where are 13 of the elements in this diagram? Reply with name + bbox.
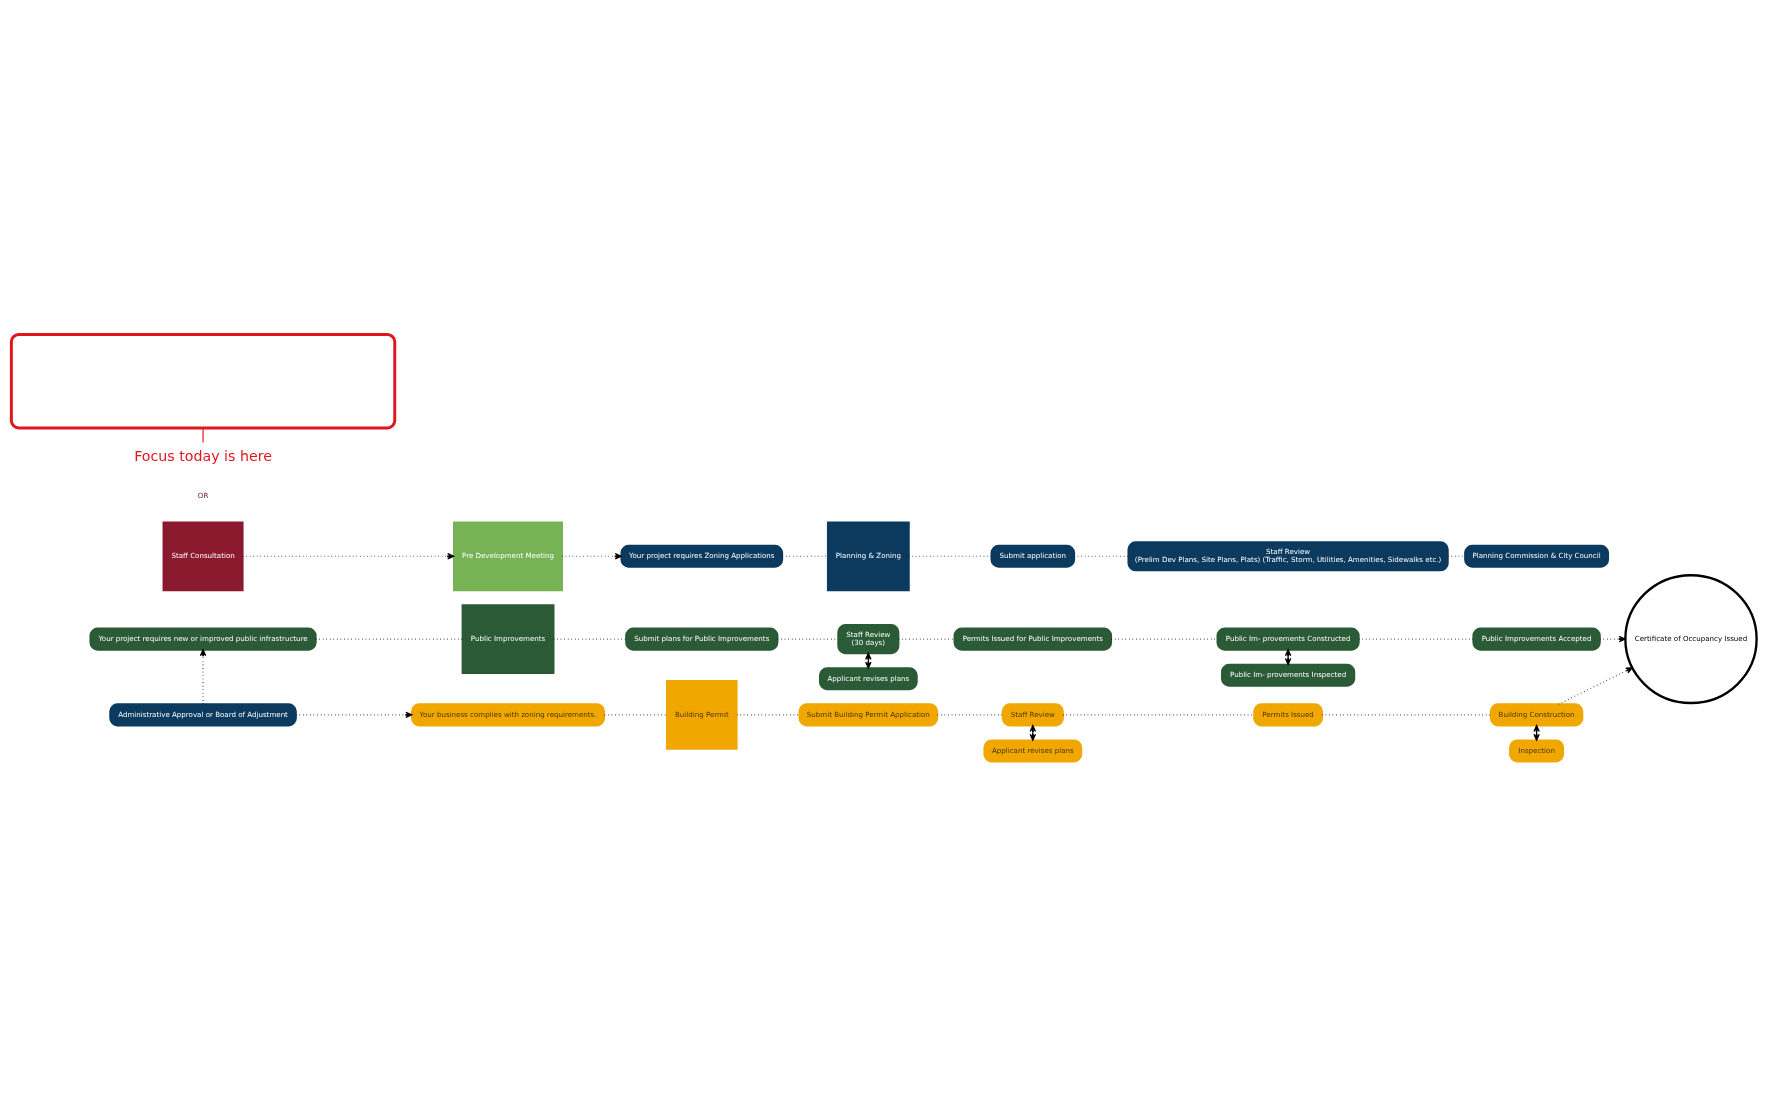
node-box [9, 332, 396, 430]
arrow [199, 649, 206, 705]
connector [314, 638, 463, 640]
arrow [1284, 649, 1291, 666]
connector [781, 555, 828, 557]
connector [201, 427, 204, 443]
node-text: Focus today is here [133, 447, 272, 464]
connector [897, 638, 955, 640]
arrow [1598, 635, 1626, 643]
arrow [1557, 667, 1633, 705]
arrow [561, 553, 622, 560]
arrow [294, 711, 412, 719]
arrow [241, 553, 454, 560]
